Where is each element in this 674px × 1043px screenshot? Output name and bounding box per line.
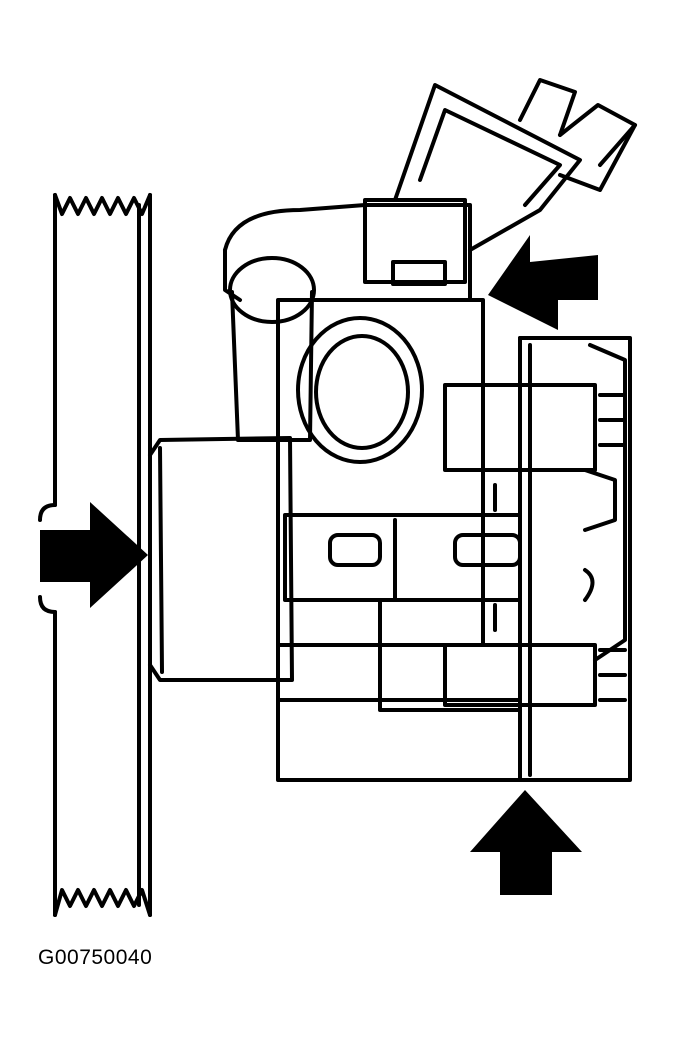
pressure-switch [393,78,637,252]
pulley-grooves-top [53,193,152,216]
arrow-right-icon [40,502,148,608]
figure-id-label: G00750040 [38,946,153,969]
pulley-grooves-bottom [53,888,152,917]
mounting-bracket [283,343,627,712]
arrow-diagonal-icon [488,235,598,330]
arrow-up-icon [470,790,582,895]
reservoir-fitting [223,198,472,464]
pulley-hub-notch [38,503,57,614]
